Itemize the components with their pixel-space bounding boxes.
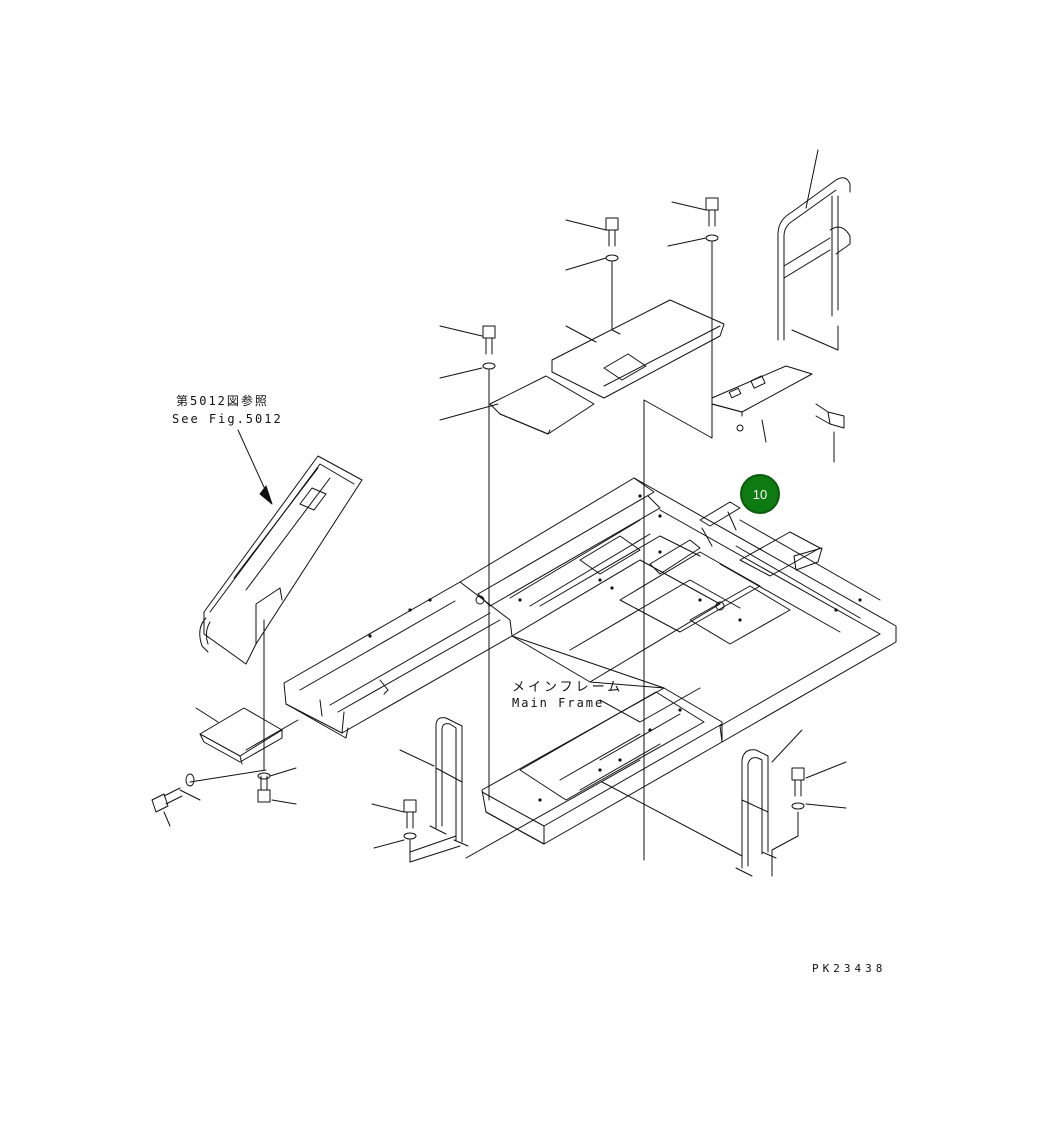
drawing-code: PK23438 [812,962,887,975]
leader-lines [163,149,847,849]
reference-arrow [237,429,273,505]
handrail-upper [777,177,851,351]
main-frame-label-en: Main Frame [512,696,605,710]
side-cover [199,455,363,665]
callout-number: 10 [752,486,768,502]
bracket-plate [199,707,283,765]
handrail-right [735,749,777,877]
assembly-lines [189,241,799,877]
bolts [151,197,845,829]
reference-label-en: See Fig.5012 [172,412,283,426]
main-frame-label-jp: メインフレーム [512,680,624,695]
main-frame [283,477,897,845]
reference-label-jp: 第5012図参照 [176,394,269,408]
cover-plate-upper [551,299,725,399]
cover-plate-lower [489,375,595,435]
callout-badge[interactable]: 10 [740,474,780,514]
handrail-left [429,717,469,847]
